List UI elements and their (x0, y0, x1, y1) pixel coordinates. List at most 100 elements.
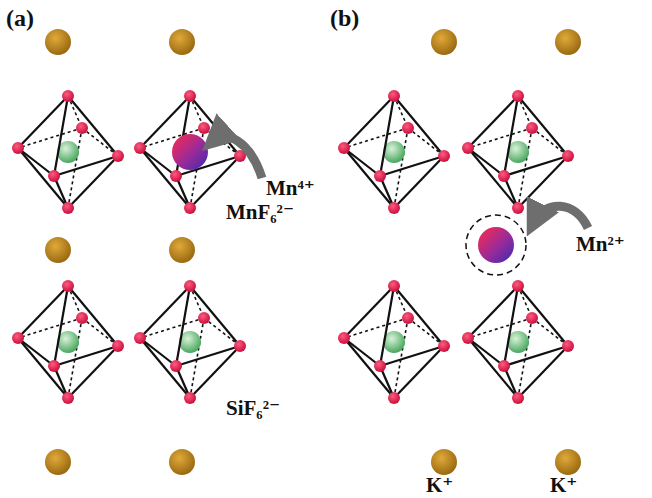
octahedron (134, 90, 246, 214)
fluorine-ion (498, 170, 510, 182)
fluorine-ion (62, 280, 74, 292)
fluorine-ion (112, 150, 124, 162)
fluorine-ion (388, 280, 400, 292)
edge-line (176, 346, 240, 366)
fluorine-ion (374, 170, 386, 182)
fluorine-ion (402, 122, 414, 134)
edge-line (380, 346, 444, 366)
fluorine-ion (12, 142, 24, 154)
fluorine-ion (184, 90, 196, 102)
ion-label: Mn²⁺ (576, 234, 625, 255)
edge-line (504, 286, 518, 366)
edge-line (394, 286, 444, 346)
fluorine-ion (198, 312, 210, 324)
panel-label: (b) (330, 6, 359, 30)
edge-line (68, 286, 118, 346)
curved-arrow (534, 206, 588, 228)
potassium-ion (169, 29, 195, 55)
dashed-site (466, 215, 526, 275)
fluorine-ion (338, 142, 350, 154)
potassium-ion (169, 237, 195, 263)
edge-line (344, 338, 380, 366)
edge-line (518, 96, 568, 156)
fluorine-ion (438, 340, 450, 352)
edge-line (54, 286, 68, 366)
fluorine-ion (562, 150, 574, 162)
fluorine-ion (512, 280, 524, 292)
fluorine-ion (48, 170, 60, 182)
edge-line (504, 156, 568, 176)
fluorine-ion (170, 360, 182, 372)
fluorine-ion (170, 170, 182, 182)
fluorine-ion (234, 340, 246, 352)
edge-line (18, 338, 54, 366)
fluorine-ion (198, 122, 210, 134)
ion-label: K⁺ (550, 475, 577, 496)
edge-line (468, 148, 504, 176)
hidden-edge (532, 128, 568, 156)
fluorine-ion (134, 332, 146, 344)
edge-line (518, 286, 568, 346)
edge-line (18, 148, 54, 176)
edge-line (54, 96, 68, 176)
edge-line (190, 286, 240, 346)
potassium-ion (555, 449, 581, 475)
edge-line (504, 346, 568, 366)
potassium-ion (555, 29, 581, 55)
ion-label: MnF₆²⁻ (226, 202, 294, 223)
fluorine-ion (562, 340, 574, 352)
hidden-edge (408, 128, 444, 156)
hidden-edge (532, 318, 568, 346)
edge-line (18, 148, 68, 208)
edge-line (504, 96, 518, 176)
mn4-ion (172, 134, 208, 170)
edge-line (140, 148, 176, 176)
edge-line (54, 156, 118, 176)
edge-line (468, 338, 518, 398)
potassium-ion (45, 29, 71, 55)
edge-line (468, 338, 504, 366)
octahedron (134, 280, 246, 404)
octahedron (338, 280, 450, 404)
edge-line (468, 148, 518, 208)
potassium-ion (431, 29, 457, 55)
octahedron (12, 90, 124, 214)
fluorine-ion (12, 332, 24, 344)
ion-label: Mn⁴⁺ (266, 178, 315, 199)
edge-line (68, 96, 118, 156)
potassium-ion (431, 449, 457, 475)
hidden-edge (408, 318, 444, 346)
fluorine-ion (112, 340, 124, 352)
fluorine-ion (62, 392, 74, 404)
mn2-ion (478, 227, 514, 263)
octahedron (462, 280, 574, 404)
octahedron (12, 280, 124, 404)
potassium-ion (45, 449, 71, 475)
fluorine-ion (512, 202, 524, 214)
edge-line (344, 338, 394, 398)
edge-line (140, 338, 176, 366)
potassium-ion (45, 237, 71, 263)
curved-arrow (214, 136, 262, 178)
panel-label: (a) (6, 6, 34, 30)
fluorine-ion (512, 90, 524, 102)
fluorine-ion (62, 90, 74, 102)
fluorine-ion (76, 312, 88, 324)
edge-line (380, 96, 394, 176)
octahedron (338, 90, 450, 214)
fluorine-ion (512, 392, 524, 404)
hidden-edge (82, 128, 118, 156)
edge-line (140, 338, 190, 398)
edge-line (394, 96, 444, 156)
octahedron (462, 90, 574, 214)
fluorine-ion (184, 202, 196, 214)
fluorine-ion (498, 360, 510, 372)
fluorine-ion (526, 122, 538, 134)
edge-line (380, 286, 394, 366)
potassium-ion (169, 449, 195, 475)
fluorine-ion (184, 392, 196, 404)
fluorine-ion (374, 360, 386, 372)
fluorine-ion (388, 392, 400, 404)
fluorine-ion (48, 360, 60, 372)
